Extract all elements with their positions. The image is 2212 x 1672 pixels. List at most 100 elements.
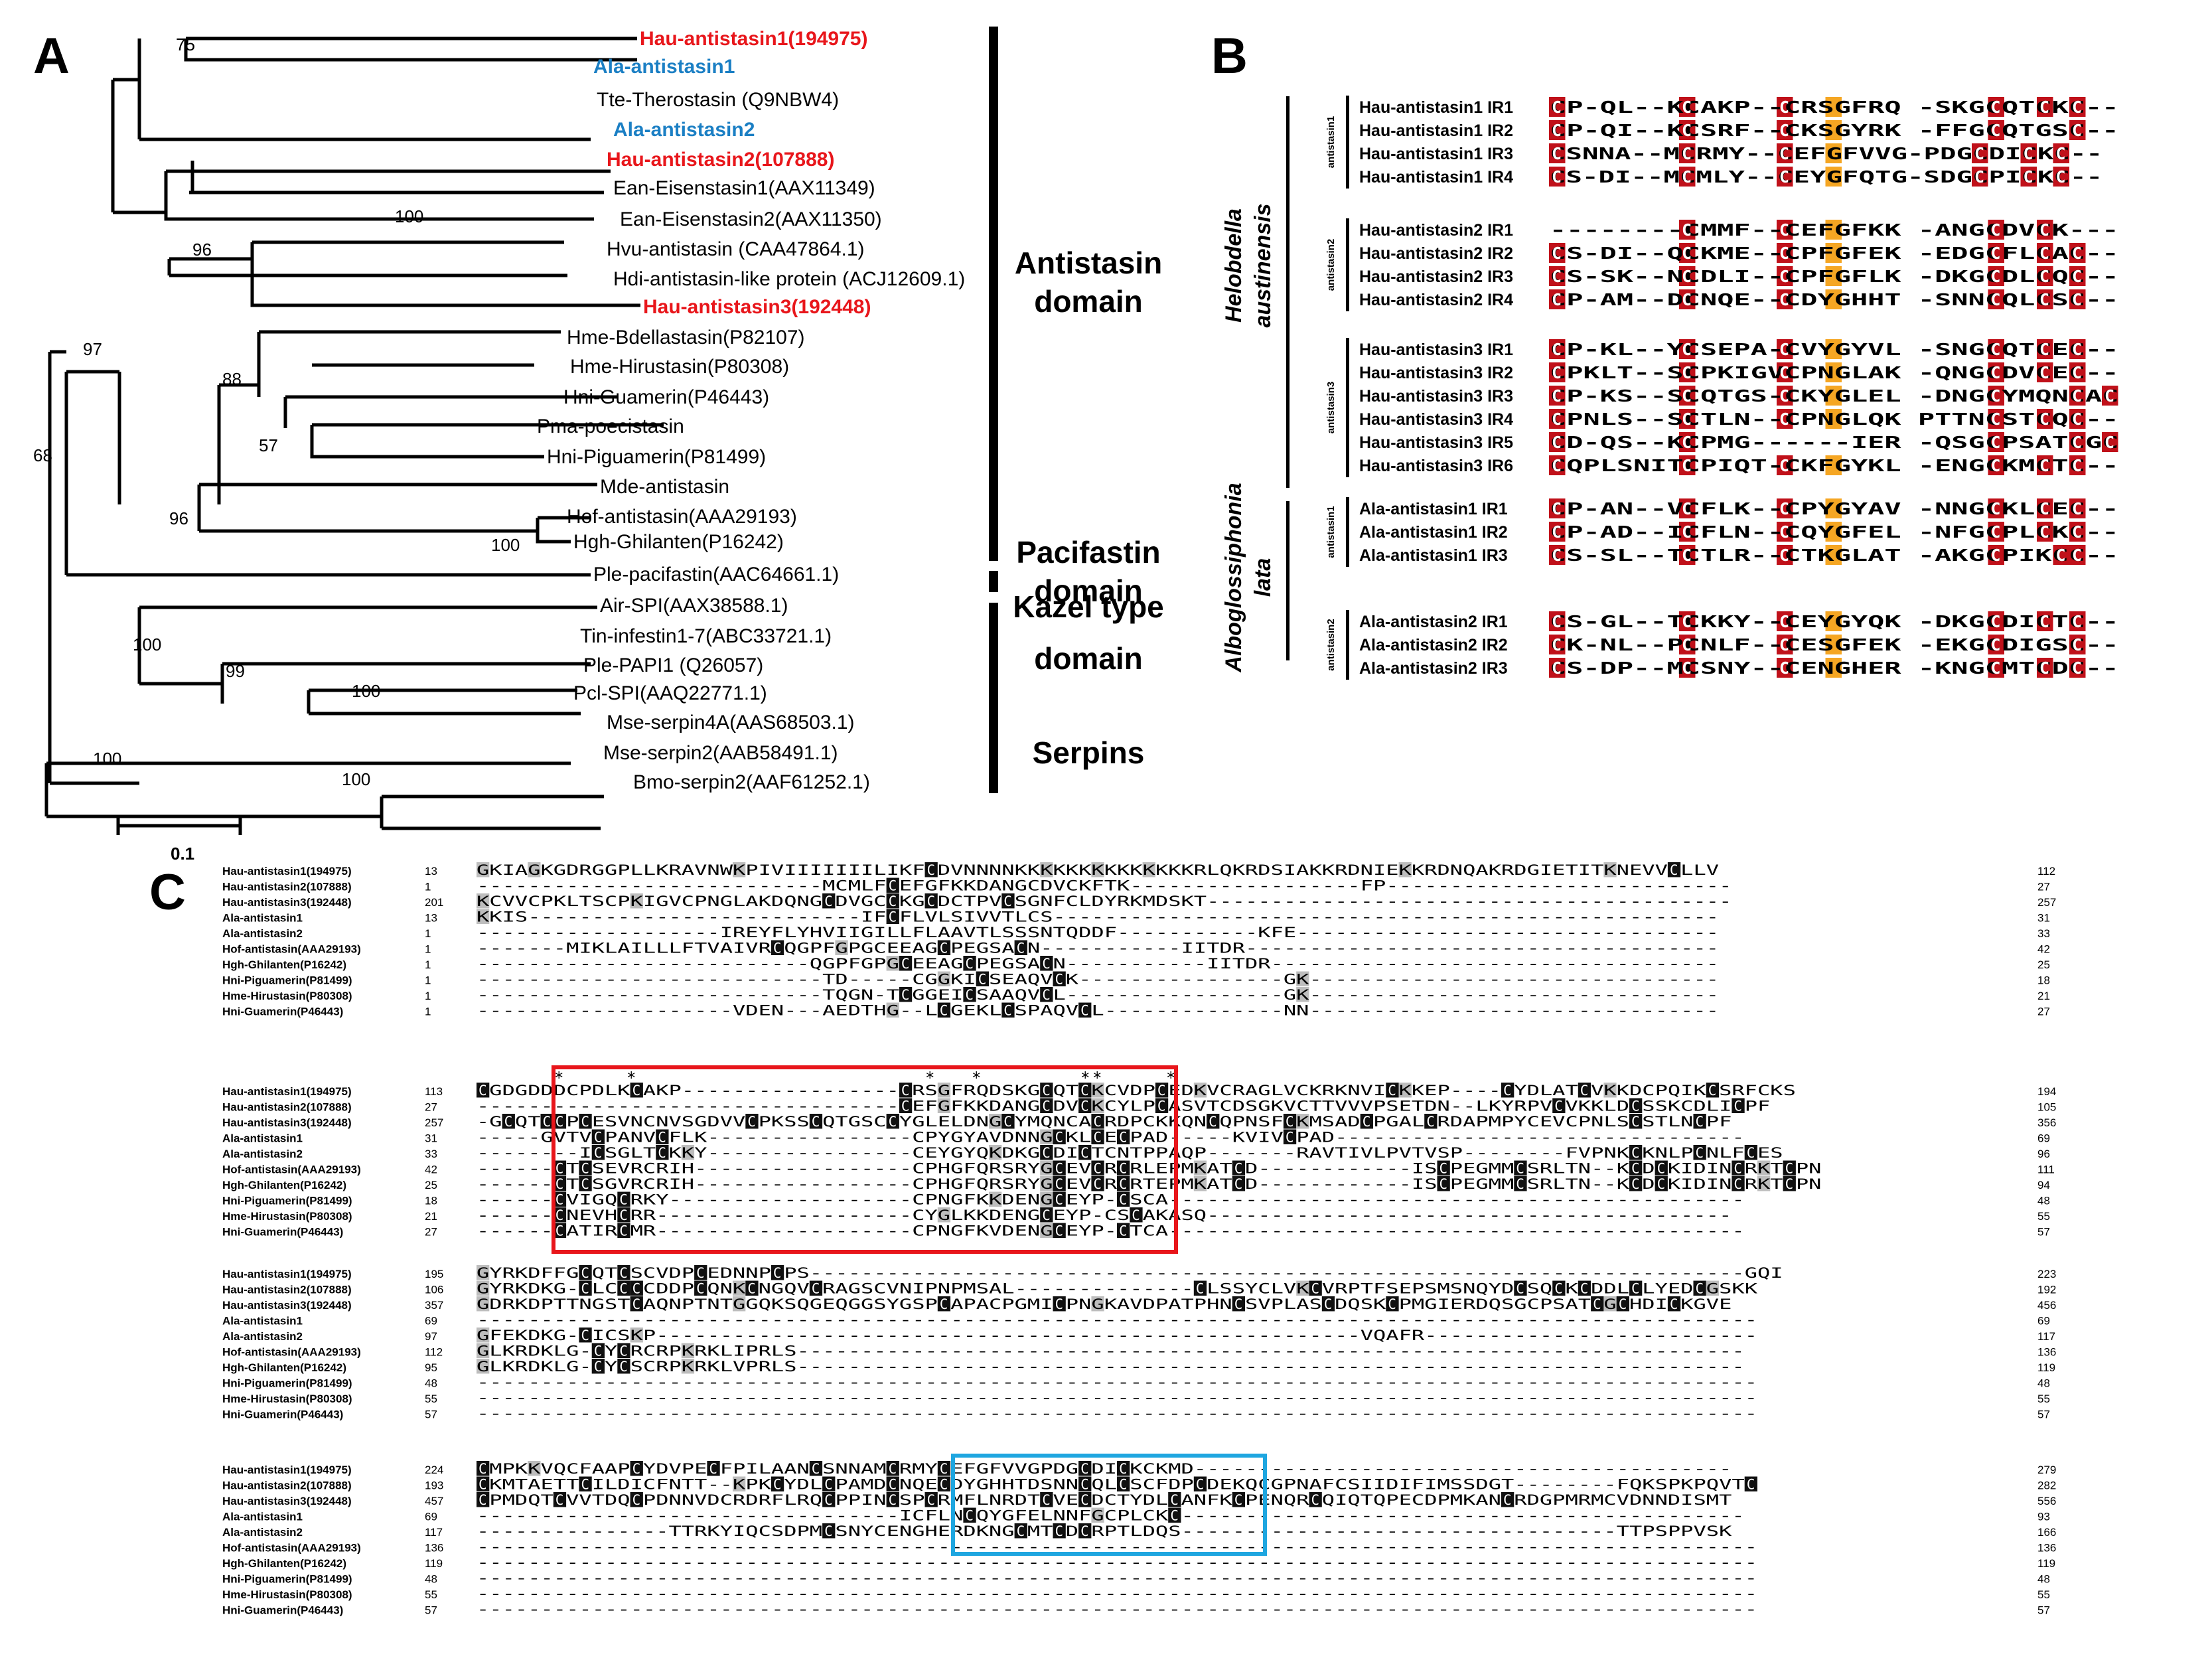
residue-shade-black (1207, 1114, 1220, 1129)
residue-letter: C (1552, 244, 1562, 263)
group-label: antistasin3 (1325, 382, 1337, 433)
seq-start: 55 (425, 1393, 437, 1405)
residue-shade-black (553, 1223, 567, 1238)
residue-shade-black (656, 1129, 669, 1144)
residue-shade-black (1053, 1176, 1066, 1191)
residue-letter: C (1170, 1508, 1179, 1524)
residue-letter: C (1991, 121, 2001, 140)
residue-letter: C (1682, 612, 1692, 631)
residue-letter: C (824, 1492, 833, 1508)
residue-letter: C (1779, 522, 1789, 542)
seq-start: 1 (425, 958, 431, 971)
residue-highlight (2037, 362, 2053, 382)
residue-highlight (2069, 289, 2086, 309)
residue-shade-black (1321, 1296, 1335, 1312)
residue-letter: C (1670, 862, 1678, 878)
species-bracket (1286, 96, 1290, 488)
seq-residues: ---------------TTRKYIQCSDPMCSNYCENGHERDK… (477, 1523, 1732, 1539)
residue-highlight (2037, 339, 2053, 359)
residue-highlight (1988, 498, 2004, 518)
residue-shade-black (886, 1461, 899, 1476)
seq-residues: GKIAGKGDRGGPLLKRAVNWKPIVIIIIIIILIKFCDVNN… (477, 862, 1720, 878)
residue-highlight (2069, 432, 2086, 452)
residue-letter: C (555, 1492, 564, 1508)
residue-letter: C (1234, 1296, 1243, 1312)
residue-letter: C (889, 1114, 897, 1130)
residue-shade-gray (1040, 1223, 1053, 1238)
residue-shade-black (899, 987, 913, 1002)
residue-letter: C (1234, 1492, 1243, 1508)
residue-shade-black (1053, 1129, 1066, 1144)
residue-shade-gray (989, 1114, 1002, 1129)
residue-letter: C (619, 1359, 628, 1375)
residue-highlight (1679, 167, 1696, 187)
residue-letter: C (1779, 167, 1789, 187)
seq-name: Hni-Guamerin(P46443) (222, 1006, 343, 1018)
ir-sequence: CS-DP--MCSNY--CENGHER -KNGCMTCDC-- (1550, 658, 2119, 678)
residue-highlight (1988, 545, 2004, 565)
residue-letter: C (1552, 386, 1562, 406)
residue-letter: C (812, 1281, 820, 1297)
residue-letter: C (555, 1207, 564, 1223)
residue-highlight (2037, 455, 2053, 475)
residue-letter: C (1042, 1207, 1051, 1223)
residue-letter: C (619, 1265, 628, 1281)
seq-name: Hau-antistasin2(107888) (222, 1284, 352, 1296)
residue-shade-black (1309, 1280, 1322, 1296)
seq-start: 257 (425, 1116, 443, 1129)
residue-letter: C (812, 1461, 820, 1477)
residue-letter: C (1779, 220, 1789, 240)
residue-highlight (1549, 339, 1566, 359)
seq-end: 192 (2037, 1284, 2056, 1296)
residue-letter: C (1696, 1114, 1704, 1130)
residue-letter: C (773, 1477, 782, 1493)
residue-letter: C (824, 893, 833, 909)
residue-letter: C (1991, 546, 2001, 565)
residue-letter: C (889, 893, 897, 909)
residue-letter: C (2039, 244, 2049, 263)
residue-letter: C (2072, 340, 2082, 359)
residue-shade-gray (1040, 1160, 1053, 1176)
residue-letter: C (1779, 546, 1789, 565)
residue-letter: C (1093, 1161, 1102, 1177)
seq-residues: ----------------------------------------… (477, 1312, 1757, 1328)
residue-letter: C (2039, 410, 2049, 429)
residue-shade-black (656, 1145, 669, 1160)
residue-letter: C (1552, 98, 1562, 117)
residue-letter: C (619, 1192, 628, 1208)
phylogenetic-tree (44, 37, 664, 830)
seq-name: Ala-antistasin1 (222, 1132, 303, 1145)
residue-highlight (1777, 220, 1793, 240)
residue-shade-black (1629, 1176, 1643, 1191)
ir-sequence: --------CMMF--CEFGFKK -ANGCDVCK--- (1550, 220, 2119, 240)
seq-end: 31 (2037, 912, 2050, 925)
seq-end: 48 (2037, 1573, 2050, 1586)
residue-highlight (1549, 362, 1566, 382)
residue-letter: C (824, 1477, 833, 1493)
residue-letter: C (1682, 499, 1692, 518)
residue-shade-gray (681, 1359, 695, 1374)
residue-shade-black (1655, 1160, 1668, 1176)
bootstrap-value: 100 (352, 681, 380, 701)
residue-highlight (2069, 498, 2086, 518)
residue-highlight (2069, 243, 2086, 263)
residue-letter: C (581, 1328, 589, 1343)
residue-shade-black (1091, 1129, 1104, 1144)
residue-highlight (2037, 220, 2053, 240)
residue-letter: C (1055, 1223, 1064, 1239)
seq-end: 356 (2037, 1116, 2056, 1129)
ir-name: Hau-antistasin3 IR2 (1359, 364, 1513, 382)
residue-shade-gray (477, 1296, 490, 1312)
residue-shade-black (745, 1280, 759, 1296)
residue-letter: C (2039, 612, 2049, 631)
residue-highlight (1679, 339, 1696, 359)
residue-letter: C (2039, 456, 2049, 475)
residue-shade-black (1693, 1280, 1706, 1296)
species-label: Helobdella (1221, 208, 1246, 323)
residue-letter: C (1682, 290, 1692, 309)
residue-highlight (2069, 120, 2086, 140)
residue-highlight (1679, 243, 1696, 263)
residue-letter: C (581, 1477, 589, 1493)
residue-letter: C (2072, 546, 2082, 565)
residue-letter: C (1682, 386, 1692, 406)
